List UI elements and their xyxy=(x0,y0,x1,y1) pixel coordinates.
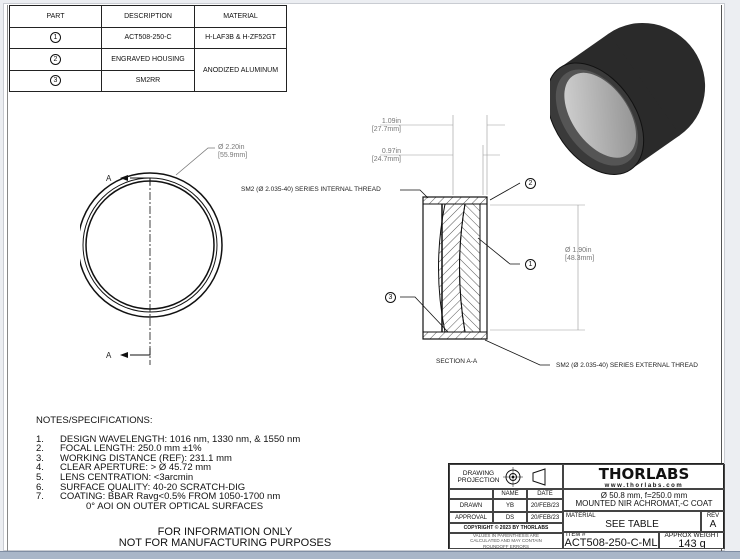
part-description: ACT508-250-C xyxy=(101,26,195,49)
drawing-frame xyxy=(7,5,722,551)
table-header-row: PART DESCRIPTION MATERIAL xyxy=(9,5,287,28)
table-row: 3 SM2RR xyxy=(9,69,287,92)
rev-label: REV xyxy=(706,513,720,519)
bore-diameter-dim: Ø 1.90in[48.3mm] xyxy=(565,247,595,262)
section-view-drawing xyxy=(380,115,585,366)
note-number: 2. xyxy=(36,443,44,455)
section-marker-bottom: A xyxy=(106,351,112,360)
note-number: 3. xyxy=(36,452,44,464)
item-number: ACT508-250-C-ML xyxy=(564,537,658,549)
thorlabs-logo: THORLABS xyxy=(598,464,690,483)
outer-diameter-dim: Ø 2.20in[55.9mm] xyxy=(218,144,248,159)
third-angle-projection-icon xyxy=(503,466,546,487)
external-thread-callout: SM2 (Ø 2.035-40) SERIES EXTERNAL THREAD xyxy=(556,362,698,369)
name-header: NAME xyxy=(493,489,527,499)
note-text: CLEAR APERTURE: > Ø 45.72 mm xyxy=(60,462,212,474)
part-balloon: 3 xyxy=(50,75,61,87)
table-row: 2 ENGRAVED HOUSING ANODIZED ALUMINUM xyxy=(9,48,287,92)
part-description: SM2RR xyxy=(101,69,195,92)
note-text: DESIGN WAVELENGTH: 1016 nm, 1330 nm, & 1… xyxy=(60,433,301,445)
part-balloon: 2 xyxy=(50,53,61,65)
part-balloon: 1 xyxy=(50,32,61,44)
notes-title: NOTES/SPECIFICATIONS: xyxy=(36,415,153,426)
note-number: 5. xyxy=(36,471,44,483)
approval-date: 20/FEB/23 xyxy=(527,512,563,523)
approval-label: APPROVAL xyxy=(449,512,493,523)
description-line-1: Ø 50.8 mm, f=250.0 mm xyxy=(600,490,688,500)
note-item: 2. FOCAL LENGTH: 250.0 mm ±1% xyxy=(36,444,300,454)
note-item: 4. CLEAR APERTURE: > Ø 45.72 mm xyxy=(36,463,300,473)
note-text: COATING: BBAR Ravg<0.5% FROM 1050-1700 n… xyxy=(60,491,281,503)
internal-thread-callout: SM2 (Ø 2.035-40) SERIES INTERNAL THREAD xyxy=(241,186,381,193)
drawn-label: DRAWN xyxy=(449,499,493,512)
note-item: 7. COATING: BBAR Ravg<0.5% FROM 1050-1700… xyxy=(36,492,300,502)
table-row: 1 ACT508-250-C H-LAF3B & H-ZF52GT xyxy=(9,26,287,49)
title-block: DRAWING PROJECTION NAME DATE DRAWN YB 20… xyxy=(448,463,725,549)
header-material: MATERIAL xyxy=(194,5,287,28)
note-number: 1. xyxy=(36,433,44,445)
rev-value: A xyxy=(709,519,717,530)
note-number: 7. xyxy=(36,491,44,503)
weight-label: APPROX WEIGHT xyxy=(664,532,720,539)
notes-section: NOTES/SPECIFICATIONS: 1. DESIGN WAVELENGT… xyxy=(36,416,300,511)
coating-note-cont: 0° AOI ON OUTER OPTICAL SURFACES xyxy=(86,500,264,512)
balloon-3: 3 xyxy=(385,292,396,303)
note-item: 1. DESIGN WAVELENGTH: 1016 nm, 1330 nm, &… xyxy=(36,433,301,445)
note-item: 6. SURFACE QUALITY: 40-20 SCRATCH-DIG xyxy=(36,481,300,493)
values-note: VALUES IN PARENTHESIS ARE CALCULATED AND… xyxy=(449,533,563,549)
note-number: 4. xyxy=(36,462,44,474)
date-header: DATE xyxy=(527,489,563,499)
part-material: H-LAF3B & H-ZF52GT xyxy=(194,26,287,49)
note-text: WORKING DISTANCE (REF): 231.1 mm xyxy=(60,452,232,464)
website: www.thorlabs.com xyxy=(604,482,684,489)
overall-length-dim: 1.09in[27.7mm] xyxy=(371,118,401,133)
note-text: FOCAL LENGTH: 250.0 mm ±1% xyxy=(60,443,202,455)
drawn-date: 20/FEB/23 xyxy=(527,499,563,512)
item-label: ITEM # xyxy=(566,532,586,538)
projection-label: DRAWING PROJECTION xyxy=(457,469,500,484)
section-marker-top: A xyxy=(106,174,112,183)
body-length-dim: 0.97in[24.7mm] xyxy=(371,148,401,163)
material-value: SEE TABLE xyxy=(605,519,659,530)
header-description: DESCRIPTION xyxy=(101,5,195,28)
part-material: ANODIZED ALUMINUM xyxy=(194,48,287,92)
material-label: MATERIAL xyxy=(566,513,596,519)
balloon-2: 2 xyxy=(525,178,536,189)
header-part: PART xyxy=(9,5,102,28)
window-bottom-bar xyxy=(0,551,740,559)
note-item: 3. WORKING DISTANCE (REF): 231.1 mm xyxy=(36,454,300,464)
part-description: ENGRAVED HOUSING xyxy=(101,48,195,71)
product-render-image xyxy=(550,22,706,175)
approval-name: DS xyxy=(493,512,527,523)
weight-value: 143 g xyxy=(678,538,706,549)
drawn-name: YB xyxy=(493,499,527,512)
note-text: SURFACE QUALITY: 40-20 SCRATCH-DIG xyxy=(60,481,246,493)
section-title: SECTION A-A xyxy=(436,358,478,365)
note-number: 6. xyxy=(36,481,44,493)
copyright: COPYRIGHT © 2023 BY THORLABS xyxy=(449,523,563,533)
note-text: LENS CENTRATION: <3arcmin xyxy=(60,471,194,483)
note-item: 5. LENS CENTRATION: <3arcmin xyxy=(36,473,300,483)
front-view-drawing xyxy=(80,147,223,365)
parts-table: PART DESCRIPTION MATERIAL 1 ACT508-250-C… xyxy=(9,5,287,92)
description-line-2: MOUNTED NIR ACHROMAT,-C COAT xyxy=(575,499,713,508)
balloon-1: 1 xyxy=(525,259,536,270)
